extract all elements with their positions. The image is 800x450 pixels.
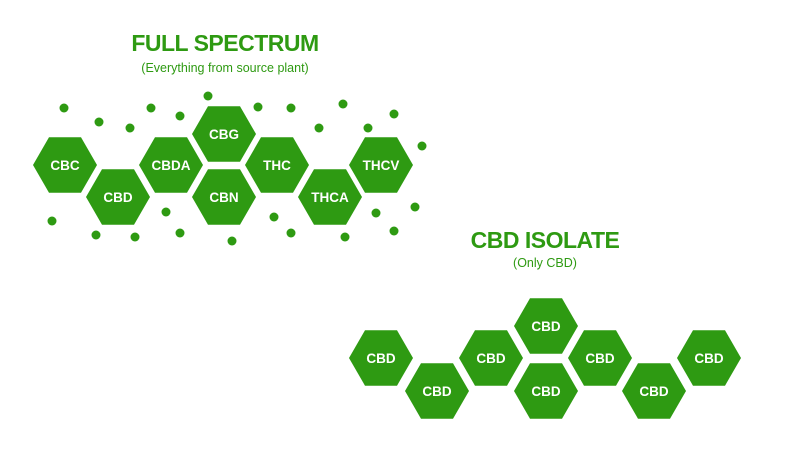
molecule-dot (389, 226, 399, 236)
hexagon-cbg: CBG (192, 106, 256, 162)
hexagon-cbd-1: CBD (349, 330, 413, 386)
molecule-dot (410, 202, 420, 212)
hexagon-cbd-8: CBD (677, 330, 741, 386)
hexagon-shape (139, 137, 203, 193)
hexagon-shape (405, 363, 469, 419)
hexagon-shape (677, 330, 741, 386)
molecule-dot (94, 117, 104, 127)
molecule-dot (161, 207, 171, 217)
isolate-hexagons: CBD CBD CBD CBD CBD CBD CBD CBD (349, 298, 741, 419)
molecule-dot (125, 123, 135, 133)
isolate-title: CBD ISOLATE (470, 227, 620, 253)
hexagon-label: CBG (209, 127, 239, 142)
hexagon-label: CBD (476, 351, 505, 366)
molecule-dot (269, 212, 279, 222)
hexagon-cbn: CBN (192, 169, 256, 225)
hexagon-shape (86, 169, 150, 225)
hexagon-thc: THC (245, 137, 309, 193)
hexagon-shape (514, 298, 578, 354)
molecule-dot (253, 102, 263, 112)
hexagon-shape (192, 169, 256, 225)
hexagon-label: CBD (366, 351, 395, 366)
hexagon-shape (245, 137, 309, 193)
molecule-dot (227, 236, 237, 246)
hexagon-thcv: THCV (349, 137, 413, 193)
molecule-dot (286, 103, 296, 113)
hexagon-cbd-2: CBD (405, 363, 469, 419)
molecule-dot (340, 232, 350, 242)
hexagon-thca: THCA (298, 169, 362, 225)
hexagon-shape (568, 330, 632, 386)
hexagon-cbd-7: CBD (622, 363, 686, 419)
molecule-dot (338, 99, 348, 109)
hexagon-label: CBD (422, 384, 451, 399)
hexagon-label: THCV (363, 158, 400, 173)
hexagon-cbc: CBC (33, 137, 97, 193)
molecule-dot (371, 208, 381, 218)
hexagon-label: CBD (639, 384, 668, 399)
hexagon-cbd: CBD (86, 169, 150, 225)
hexagon-shape (349, 330, 413, 386)
molecule-dot (47, 216, 57, 226)
hexagon-label: CBD (531, 319, 560, 334)
molecule-dot (389, 109, 399, 119)
hexagon-label: CBD (694, 351, 723, 366)
molecule-dot (363, 123, 373, 133)
molecule-dot (59, 103, 69, 113)
hexagon-shape (514, 363, 578, 419)
hexagon-label: CBD (531, 384, 560, 399)
molecule-dot (91, 230, 101, 240)
full-spectrum-hexagons: CBC CBD CBDA CBG CBN THC THCA THCV (33, 106, 413, 225)
full-spectrum-title: FULL SPECTRUM (131, 30, 319, 56)
hexagon-cbd-4: CBD (514, 298, 578, 354)
hexagon-shape (192, 106, 256, 162)
molecule-dot (286, 228, 296, 238)
molecule-dot (203, 91, 213, 101)
hexagon-label: CBN (209, 190, 238, 205)
hexagon-label: THCA (311, 190, 349, 205)
hexagon-label: CBD (585, 351, 614, 366)
molecule-dot (175, 228, 185, 238)
hexagon-label: THC (263, 158, 291, 173)
molecule-dot (130, 232, 140, 242)
molecule-dot (175, 111, 185, 121)
full-spectrum-dots (47, 91, 427, 246)
molecule-dot (146, 103, 156, 113)
hexagon-label: CBD (103, 190, 132, 205)
hexagon-shape (349, 137, 413, 193)
molecule-dot (417, 141, 427, 151)
hexagon-shape (459, 330, 523, 386)
hexagon-shape (298, 169, 362, 225)
full-spectrum-subtitle: (Everything from source plant) (141, 61, 309, 75)
hexagon-shape (33, 137, 97, 193)
hexagon-shape (622, 363, 686, 419)
isolate-subtitle: (Only CBD) (513, 256, 577, 270)
hexagon-label: CBDA (152, 158, 191, 173)
hexagon-cbd-5: CBD (514, 363, 578, 419)
hexagon-cbd-3: CBD (459, 330, 523, 386)
hexagon-label: CBC (50, 158, 79, 173)
hexagon-cbda: CBDA (139, 137, 203, 193)
molecule-dot (314, 123, 324, 133)
hexagon-cbd-6: CBD (568, 330, 632, 386)
